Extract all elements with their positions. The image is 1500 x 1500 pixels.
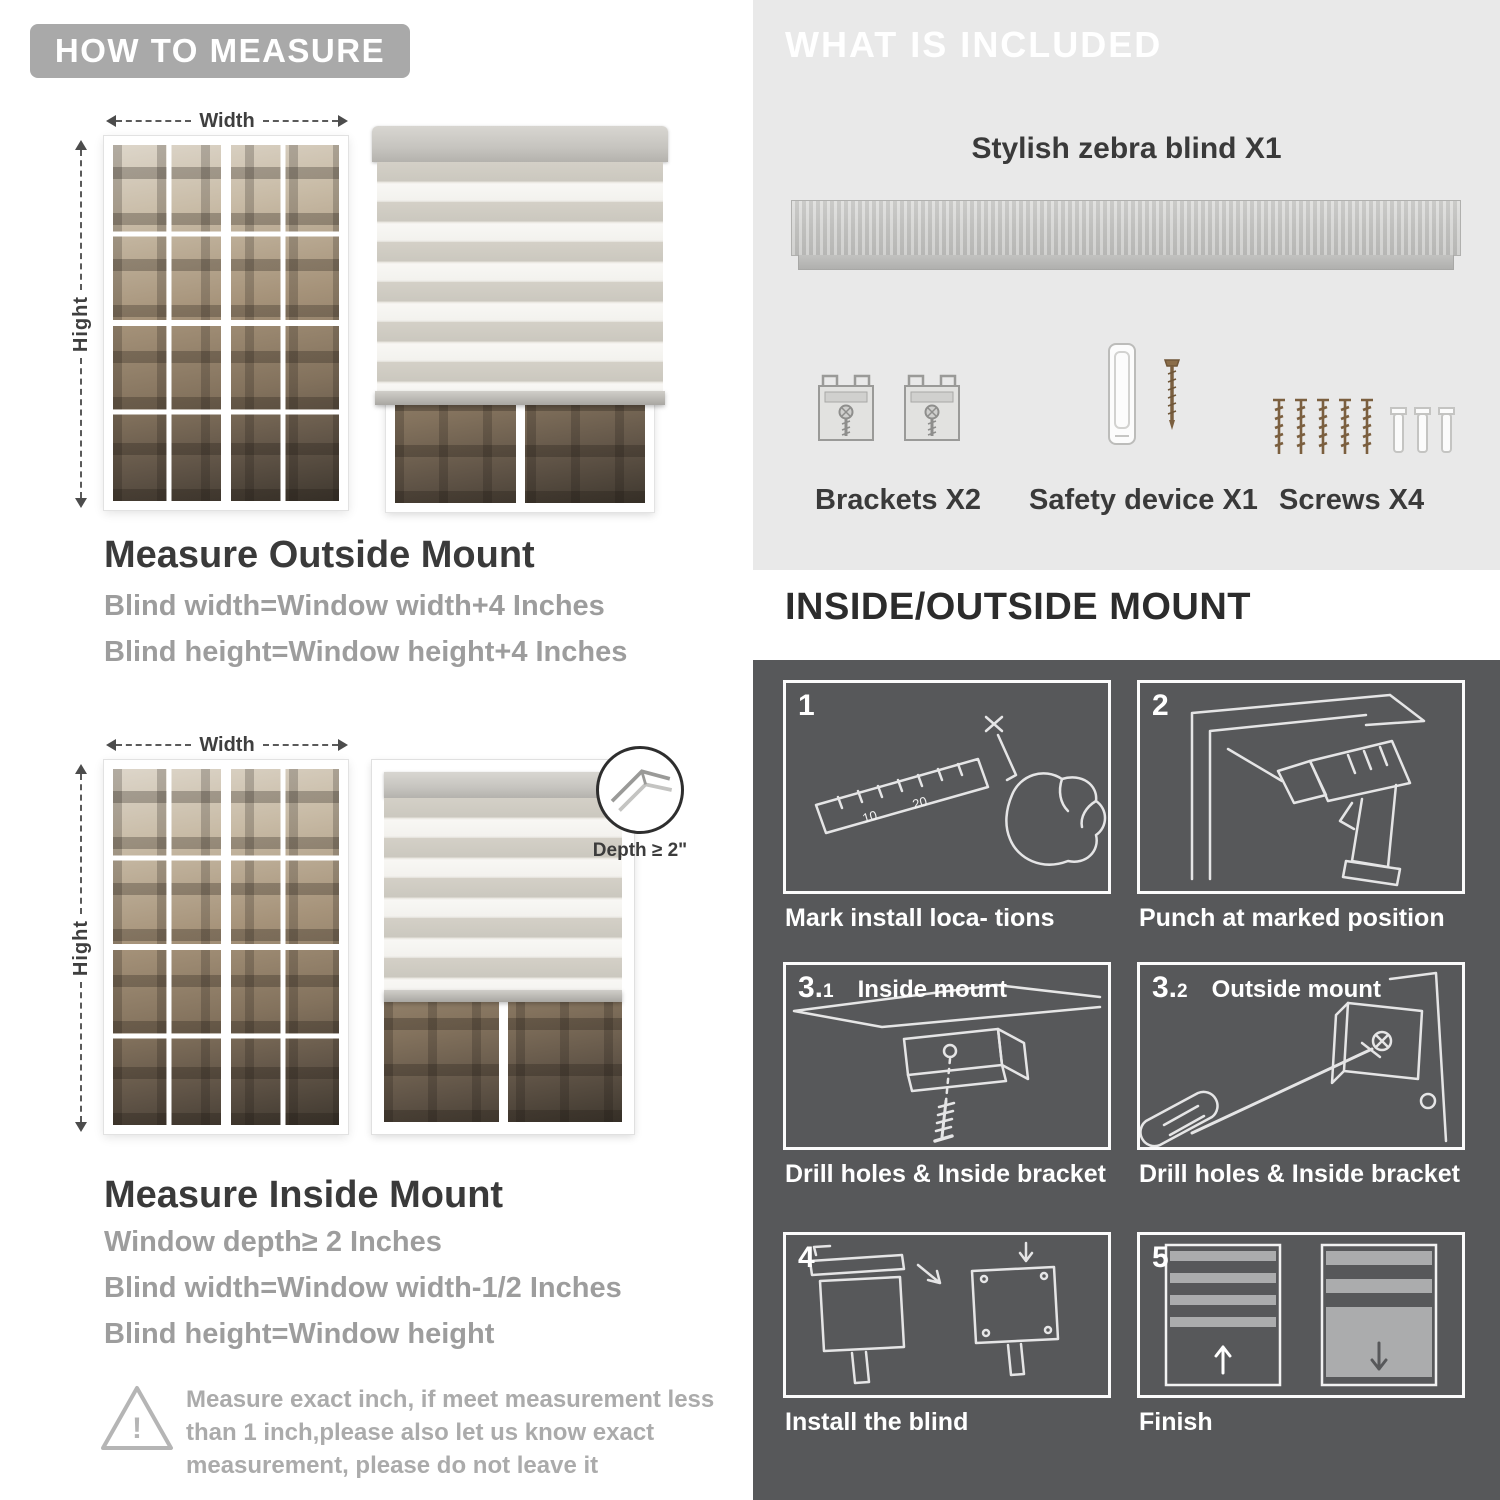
how-to-measure-section: HOW TO MEASURE Width Hight [30,24,715,1479]
step-caption: Mark install loca- tions [785,904,1055,932]
step-number: 5 [1152,1241,1169,1274]
width-label-inside: Width [199,733,255,756]
arrow-down-icon [75,498,87,508]
finish-illustration [1164,1243,1438,1387]
blind-illustration-outside [372,126,668,512]
height-label-outside: Hight [69,295,92,353]
mark-locations-illustration: 10 20 [814,715,1107,866]
inside-mount-formula-height: Blind height=Window height [104,1318,495,1350]
blind-zebra-stripes [377,162,663,391]
corner-zoom-illustration [610,769,673,812]
inside-mount-depth-rule: Window depth≥ 2 Inches [104,1226,442,1258]
bracket-icon [818,374,874,441]
blind-bottom-rail [375,391,665,405]
step-panel: 1 10 20 [783,680,1111,894]
window-mullions [113,145,339,501]
blind-illustration-inside [372,760,634,1134]
outside-mount-formula-height: Blind height=Window height+4 Inches [104,636,628,668]
install-blind-illustration [808,1241,1060,1385]
note-line-3: measurement, please do not leave it [186,1452,599,1479]
step-panel: 4 [783,1232,1111,1398]
depth-callout-circle [596,746,684,834]
how-to-measure-header: HOW TO MEASURE [30,24,410,78]
inside-mount-formula-width: Blind width=Window width-1/2 Inches [104,1272,622,1304]
screws-icon [1273,398,1455,454]
inside-outside-mount-title: INSIDE/OUTSIDE MOUNT [785,586,1252,628]
blind-bottom-rail [384,990,622,1002]
step-caption: Drill holes & Inside bracket [785,1160,1106,1188]
step-caption: Punch at marked position [1139,904,1445,932]
step-label: Inside mount [857,976,1007,1003]
step-caption: Drill holes & Inside bracket [1139,1160,1460,1188]
what-is-included-title: WHAT IS INCLUDED [785,24,1163,65]
headrail-valance [798,255,1454,270]
arrow-up-icon [75,764,87,774]
arrow-right-icon [338,739,349,751]
safety-device-icon [1108,343,1181,445]
height-arrow-inside: Hight [69,764,92,1132]
arrow-down-icon [75,1122,87,1132]
height-arrow-outside: Hight [69,140,92,508]
blind-zebra-stripes [384,798,622,990]
warning-triangle-icon: ! [101,1386,173,1450]
step-panel: 3.2 Outside mount [1137,962,1465,1150]
mount-steps-section: 1 10 20 Mark install loca- tions [753,660,1500,1500]
step-number: 3.1 Inside mount [798,971,1007,1004]
arrow-up-icon [75,140,87,150]
mount-step-3-2: 3.2 Outside mount [1137,962,1465,1189]
step-panel: 2 [1137,680,1465,894]
step-number: 3.2 Outside mount [1152,971,1381,1004]
window-mullions [113,769,339,1125]
step-caption: Install the blind [785,1408,969,1436]
svg-text:20: 20 [911,793,929,811]
what-is-included-section: WHAT IS INCLUDED Stylish zebra blind X1 [753,0,1500,570]
safety-device-label: Safety device X1 [1029,484,1258,516]
step-number: 2 [1152,689,1169,722]
step-label: Outside mount [1211,976,1381,1003]
step-caption: Finish [1139,1408,1213,1436]
note-line-2: than 1 inch,please also let us know exac… [186,1419,655,1446]
note-line-1: Measure exact inch, if meet measurement … [186,1386,715,1413]
inside-mount-title: Measure Inside Mount [104,1174,504,1216]
outside-bracket-illustration [1140,971,1448,1147]
how-to-measure-title: HOW TO MEASURE [54,32,386,69]
screws-label: Screws X4 [1279,484,1425,516]
bracket-icon [904,374,960,441]
drill-illustration [1190,693,1426,887]
width-arrow-outside: Width [106,109,349,132]
outside-mount-formula-width: Blind width=Window width+4 Inches [104,590,605,622]
mount-step-4: 4 Instal [783,1232,1111,1437]
arrow-right-icon [338,115,349,127]
height-label-inside: Hight [69,919,92,977]
step-number: 4 [798,1241,815,1274]
svg-text:10: 10 [861,807,879,825]
inside-bracket-illustration [792,983,1102,1143]
arrow-left-icon [106,115,116,127]
depth-callout-label: Depth ≥ 2" [592,840,688,861]
width-label-outside: Width [199,109,255,132]
step-panel: 3.1 Inside mount [783,962,1111,1150]
svg-text:!: ! [132,1412,142,1445]
brackets-label: Brackets X2 [815,484,982,516]
step-number: 1 [798,689,815,722]
outside-mount-title: Measure Outside Mount [104,534,535,576]
mount-step-5: 5 [1137,1232,1465,1437]
step-panel: 5 [1137,1232,1465,1398]
window-illustration-inside [104,760,348,1134]
blind-cassette [372,126,668,162]
blind-product-label: Stylish zebra blind X1 [971,132,1282,165]
mount-step-2: 2 Punch at marked position [1137,680,1465,933]
mount-step-1: 1 10 20 Mark install loca- tions [783,680,1111,933]
headrail-illustration [791,200,1461,270]
mount-step-3-1: 3.1 Inside mount [783,962,1111,1189]
window-illustration-outside [104,136,348,510]
window-frame [372,760,634,1134]
blind-cassette [384,772,622,798]
width-arrow-inside: Width [106,733,349,756]
arrow-left-icon [106,739,116,751]
